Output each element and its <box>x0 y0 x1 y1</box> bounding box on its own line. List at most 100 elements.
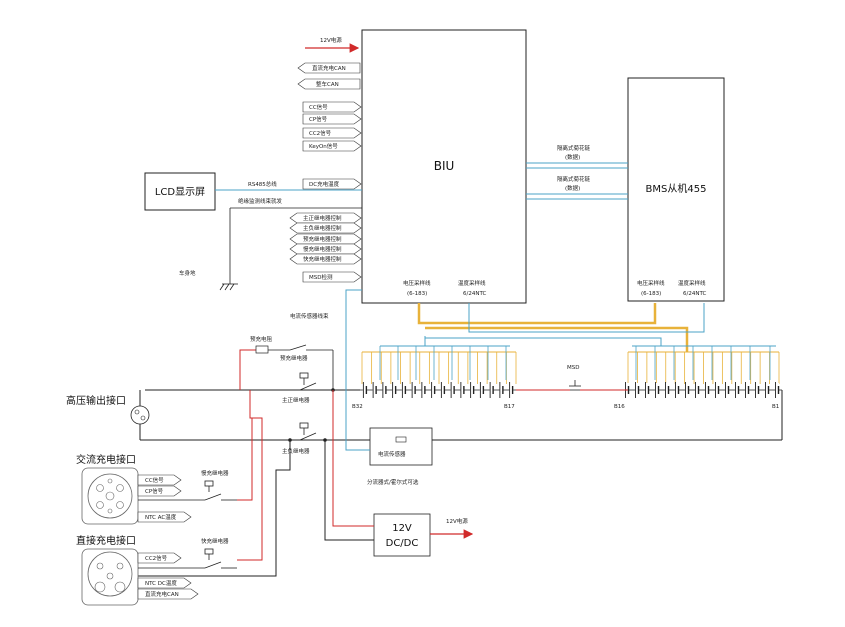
current-sensor-label: 电流传感器 <box>378 450 406 458</box>
svg-text:MSD检测: MSD检测 <box>309 273 333 281</box>
tag-slow-ctrl: 慢充继电器控制 <box>289 243 362 255</box>
ac-tag-ntc: NTC AC温度 <box>137 511 192 523</box>
battery-cell <box>440 383 445 397</box>
bms-label: BMS从机455 <box>646 182 707 195</box>
tag-msd-detect: MSD检测 <box>302 271 362 283</box>
battery-cell <box>489 383 494 397</box>
lcd-label: LCD显示屏 <box>155 186 205 198</box>
svg-text:CC信号: CC信号 <box>309 103 328 111</box>
cell-taps-left <box>361 352 517 384</box>
dcdc-label-1: 12V <box>392 523 412 534</box>
battery-cell <box>655 383 659 397</box>
battery-cell <box>411 383 416 397</box>
battery-cell <box>725 383 729 397</box>
main-neg-relay-icon <box>299 422 317 441</box>
precharge-resistor <box>255 345 269 354</box>
slow-relay-icon <box>138 480 237 501</box>
ac-tag-cp: CP信号 <box>137 485 182 497</box>
battery-cell <box>745 383 749 397</box>
insulation-label: 绝缘监测线束就发 <box>238 197 283 205</box>
battery-cell <box>775 383 779 397</box>
rs485-label: RS485总线 <box>248 180 277 188</box>
biu-label: BIU <box>434 159 455 173</box>
battery-cell <box>509 383 514 397</box>
main-pos-relay-icon <box>299 372 317 391</box>
cell-b17-label: B17 <box>504 404 515 410</box>
tag-main-pos-ctrl: 主正继电器控制 <box>289 212 362 224</box>
battery-cell <box>675 383 679 397</box>
hv-output-label: 高压输出接口 <box>66 394 126 407</box>
svg-text:KeyOn信号: KeyOn信号 <box>309 142 338 150</box>
daisy2-label-1: 隔离式菊花链 <box>557 175 591 183</box>
battery-cell <box>382 383 387 397</box>
battery-cell <box>431 383 436 397</box>
battery-cell <box>372 383 377 397</box>
battery-cell <box>450 383 455 397</box>
biu-volt-label-2: (6-183) <box>407 291 427 297</box>
slow-relay-label: 慢充继电器 <box>201 469 229 477</box>
daisy1-label-1: 隔离式菊花链 <box>557 144 591 152</box>
tag-vehicle-can: 整车CAN <box>297 78 361 90</box>
svg-text:整车CAN: 整车CAN <box>316 80 339 88</box>
tag-cc2: CC2信号 <box>302 127 362 139</box>
ac-tag-cc: CC信号 <box>137 474 182 486</box>
battery-cell <box>401 383 406 397</box>
svg-text:直流充电CAN: 直流充电CAN <box>145 590 179 598</box>
biu-volt-label-1: 电压采样线 <box>403 279 431 287</box>
voltage-harness <box>417 303 689 352</box>
biu-temp-label-2: 6/24NTC <box>463 291 487 297</box>
precharge-relay-icon <box>289 344 334 390</box>
battery-cell <box>705 383 709 397</box>
battery-cell <box>470 383 475 397</box>
ac-port-title: 交流充电接口 <box>76 453 136 466</box>
tag-precharge-ctrl: 预充继电器控制 <box>289 233 362 245</box>
battery-cell <box>645 383 649 397</box>
fast-relay-label: 快充继电器 <box>201 537 229 545</box>
tag-cc: CC信号 <box>302 101 362 113</box>
svg-text:NTC AC温度: NTC AC温度 <box>145 513 177 521</box>
cells-right <box>622 382 782 398</box>
tag-main-neg-ctrl: 主负继电器控制 <box>289 222 362 234</box>
battery-cell <box>755 383 759 397</box>
dcdc-block <box>373 513 431 557</box>
biu-block <box>361 29 527 304</box>
cell-b32-label: B32 <box>352 404 363 410</box>
battery-cell <box>392 383 397 397</box>
cell-b16-label: B16 <box>614 404 625 410</box>
cell-b1-label: B1 <box>772 404 779 410</box>
svg-text:主负继电器控制: 主负继电器控制 <box>303 224 342 232</box>
temp-harness <box>380 303 776 347</box>
bms-volt-label-2: (6-183) <box>641 291 661 297</box>
battery-cell <box>765 383 769 397</box>
dc-tag-can: 直流充电CAN <box>137 588 199 600</box>
svg-text:CP信号: CP信号 <box>145 487 164 495</box>
svg-text:CP信号: CP信号 <box>309 115 328 123</box>
svg-text:DC充电温度: DC充电温度 <box>309 180 340 188</box>
tag-dc-can: 直流充电CAN <box>297 62 361 74</box>
daisy2-label-2: (数据) <box>565 184 580 192</box>
precharge-resistor-label: 预充电阻 <box>250 335 273 343</box>
hv-output-connector-icon <box>130 405 150 425</box>
battery-cell <box>665 383 669 397</box>
dc-tag-ntc: NTC DC温度 <box>137 577 192 589</box>
dc-port-title: 直接充电接口 <box>76 534 136 547</box>
svg-text:NTC DC温度: NTC DC温度 <box>145 579 177 587</box>
cell-taps-right <box>627 352 780 384</box>
daisy1-label-2: (数据) <box>565 153 580 161</box>
svg-text:快充继电器控制: 快充继电器控制 <box>303 255 342 263</box>
out-12v-label: 12V电源 <box>446 517 468 525</box>
tag-cp: CP信号 <box>302 113 362 125</box>
sensor-type-label: 分流器式/霍尔式可选 <box>367 478 419 486</box>
battery-cell <box>715 383 719 397</box>
battery-cell <box>362 383 367 397</box>
power-12v-label: 12V电源 <box>320 36 342 44</box>
main-neg-relay-label: 主负继电器 <box>282 447 310 455</box>
tag-dc-temp: DC充电温度 <box>302 178 362 190</box>
temp-taps <box>379 346 771 380</box>
fast-relay-icon <box>138 548 237 569</box>
bms-temp-label-1: 温度采样线 <box>678 279 706 287</box>
ac-port-connector-icon <box>81 467 139 525</box>
bms-block <box>627 77 725 302</box>
